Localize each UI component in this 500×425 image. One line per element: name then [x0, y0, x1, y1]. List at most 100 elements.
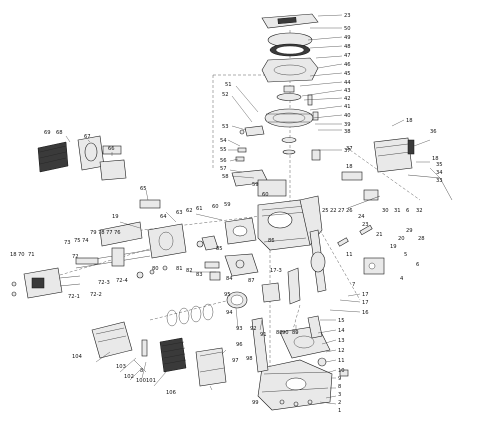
- callout-87: 87: [248, 278, 255, 284]
- callout-72-4: 72-4: [116, 278, 128, 284]
- callout-51: 51: [225, 82, 232, 88]
- callout-18-right: 18: [406, 118, 413, 124]
- callout-26: 26: [346, 208, 353, 214]
- callout-18: 18: [432, 156, 439, 162]
- callout-1: 1: [338, 408, 341, 414]
- callout-30: 30: [382, 208, 389, 214]
- callout-54: 54: [220, 138, 227, 144]
- callout-13: 13: [338, 338, 345, 344]
- callout-91: 91: [260, 332, 267, 338]
- callout-23: 23: [344, 13, 351, 19]
- callout-37b: 37: [346, 146, 353, 152]
- callout-72-1: 72-1: [68, 294, 80, 300]
- callout-21: 21: [376, 232, 383, 238]
- callout-79: 79: [90, 230, 97, 236]
- callout-22: 22: [330, 208, 337, 214]
- callout-69: 69: [44, 130, 51, 136]
- o-ring-set: [166, 303, 214, 327]
- callout-84: 84: [226, 276, 233, 282]
- callout-19b: 19: [390, 244, 397, 250]
- callout-38: 38: [344, 129, 351, 135]
- callout-14: 14: [338, 328, 345, 334]
- callout-67: 67: [84, 134, 91, 140]
- muffler-part: [37, 141, 69, 173]
- callout-61: 61: [196, 206, 203, 212]
- callout-98: 98: [246, 356, 253, 362]
- air-filter-element-part: [159, 337, 187, 373]
- callout-6: 6: [406, 208, 409, 214]
- callout-23b: 23: [362, 222, 369, 228]
- callout-55: 55: [220, 147, 227, 153]
- callout-59b: 59: [224, 202, 231, 208]
- callout-90: 90: [282, 330, 289, 336]
- callout-25: 25: [322, 208, 329, 214]
- muffler-group: [37, 135, 161, 209]
- callout-17: 17: [362, 292, 369, 298]
- callout-60: 60: [262, 192, 269, 198]
- callout-32: 32: [416, 208, 423, 214]
- callout-86: 86: [268, 238, 275, 244]
- callout-94: 94: [226, 310, 233, 316]
- callout-56: 56: [220, 158, 227, 164]
- callout-47: 47: [344, 53, 351, 59]
- callout-15: 15: [338, 318, 345, 324]
- callout-101: 101: [146, 378, 156, 384]
- callout-97: 97: [232, 358, 239, 364]
- callout-36: 36: [430, 129, 437, 135]
- leader-lines: [65, 14, 441, 405]
- callout-18-mid: 18: [346, 164, 353, 170]
- callout-31: 31: [394, 208, 401, 214]
- callout-2: 2: [338, 400, 341, 406]
- callout-27: 27: [338, 208, 345, 214]
- crankshaft-part: [310, 251, 326, 273]
- callout-53: 53: [222, 124, 229, 130]
- callout-39: 39: [344, 122, 351, 128]
- callout-70: 70: [18, 252, 25, 258]
- callout-78: 78: [98, 230, 105, 236]
- callout-106: 106: [166, 390, 176, 396]
- callout-10: 10: [338, 368, 345, 374]
- callout-20: 20: [398, 236, 405, 242]
- callout-16: 16: [362, 310, 369, 316]
- air-cleaner-cover-part: [195, 347, 227, 387]
- callout-76: 76: [114, 230, 121, 236]
- callout-42: 42: [344, 96, 351, 102]
- callout-24: 24: [358, 214, 365, 220]
- crankshaft-group: [309, 224, 385, 293]
- ignition-coil-part: [373, 137, 413, 173]
- callout-77: 77: [106, 230, 113, 236]
- callout-8: 8: [140, 368, 143, 374]
- air-cleaner-group: [91, 321, 227, 387]
- callout-59: 59: [252, 182, 259, 188]
- callout-75: 75: [74, 238, 81, 244]
- callout-41: 41: [344, 104, 351, 110]
- callout-18-left: 18: [10, 252, 17, 258]
- callout-100: 100: [136, 378, 146, 384]
- callout-58: 58: [222, 174, 229, 180]
- callout-43: 43: [344, 88, 351, 94]
- callout-48: 48: [344, 44, 351, 50]
- callout-83: 83: [196, 272, 203, 278]
- callout-50: 50: [344, 26, 351, 32]
- callout-92: 92: [250, 326, 257, 332]
- engine-block-assembly: [196, 195, 323, 251]
- callout-81: 81: [176, 266, 183, 272]
- callout-6b: 6: [416, 262, 419, 268]
- throttle-intake-group: [75, 221, 187, 279]
- callout-95: 95: [224, 292, 231, 298]
- callout-72: 72: [72, 254, 79, 260]
- callout-11: 11: [346, 252, 353, 258]
- callout-12: 12: [338, 348, 345, 354]
- callout-37: 37: [344, 148, 351, 154]
- callout-8b: 8: [338, 384, 341, 390]
- callout-64: 64: [160, 214, 167, 220]
- callout-52: 52: [222, 92, 229, 98]
- callout-62: 62: [186, 208, 193, 214]
- callout-3: 3: [338, 392, 341, 398]
- carburetor-group: [204, 253, 301, 309]
- callout-9: 9: [338, 376, 341, 382]
- callout-104: 104: [72, 354, 83, 360]
- callout-35: 35: [436, 162, 443, 168]
- ignition-coil-group: [341, 137, 453, 209]
- callout-80: 80: [152, 266, 159, 272]
